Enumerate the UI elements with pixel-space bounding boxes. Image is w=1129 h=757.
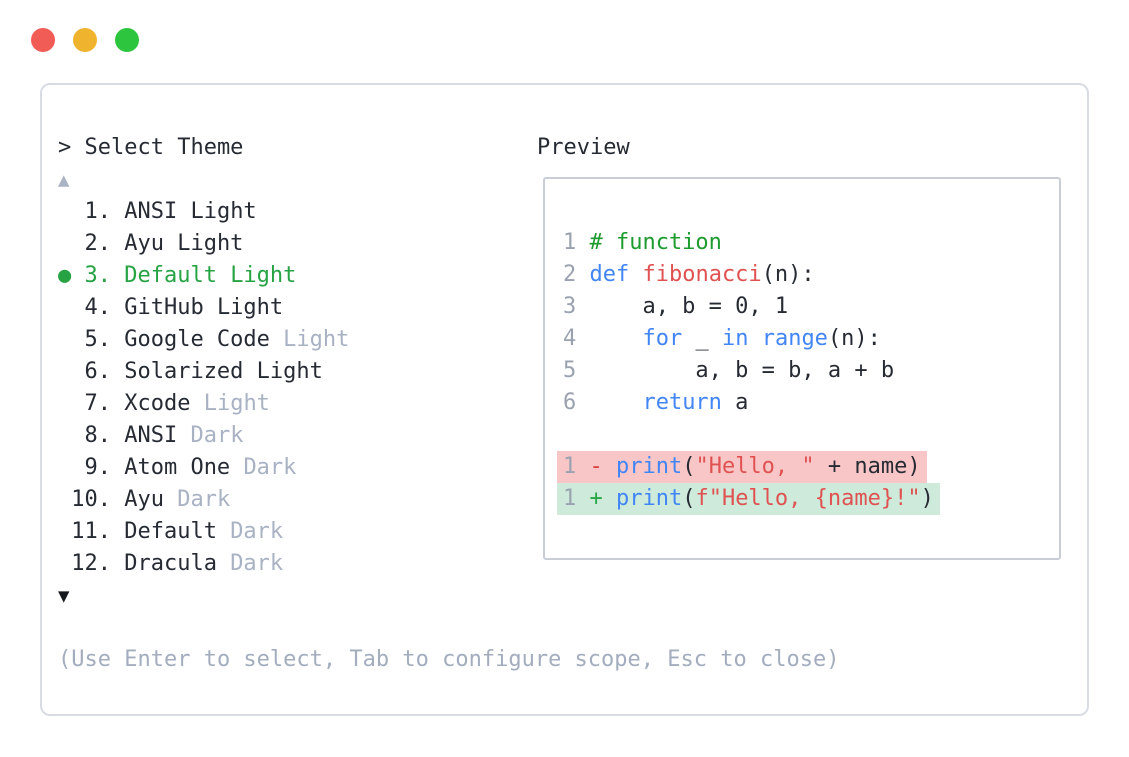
scroll-down-icon[interactable]: ▼ (58, 585, 70, 607)
theme-list-item[interactable]: 1. ANSI Light (84, 199, 257, 224)
theme-list: 1. ANSI Light 2. Ayu Light ●3. Default Li… (58, 196, 537, 580)
diff-line-removed: 1- print("Hello, " + name) (557, 451, 927, 483)
preview-title: Preview (537, 135, 630, 160)
theme-list-item[interactable]: 6. Solarized Light (84, 359, 323, 384)
close-button[interactable] (31, 28, 55, 52)
theme-list-item[interactable]: ●3. Default Light (58, 260, 537, 292)
code-line: 6 return a (563, 390, 749, 415)
diff-line-added: 1+ print(f"Hello, {name}!") (557, 483, 940, 515)
theme-list-item[interactable]: 5. Google Code Light (84, 327, 350, 352)
theme-list-item[interactable]: 9. Atom One Dark (84, 455, 297, 480)
theme-list-item[interactable]: 4. GitHub Light (84, 295, 284, 320)
minimize-button[interactable] (73, 28, 97, 52)
theme-list-item[interactable]: 2. Ayu Light (84, 231, 244, 256)
theme-selector: > Select Theme ▲ 1. ANSI Light 2. Ayu Li… (58, 132, 537, 612)
code-line: 4 for _ in range(n): (563, 326, 881, 351)
window-controls (31, 28, 139, 52)
panel-columns: > Select Theme ▲ 1. ANSI Light 2. Ayu Li… (58, 132, 1063, 612)
hint-text: (Use Enter to select, Tab to configure s… (58, 647, 840, 672)
selected-dot-icon: ● (58, 263, 72, 288)
code-line: 1# function (563, 230, 722, 255)
code-line: 3 a, b = 0, 1 (563, 294, 789, 319)
scroll-up-icon[interactable]: ▲ (58, 169, 70, 191)
zoom-button[interactable] (115, 28, 139, 52)
theme-list-item[interactable]: 11. Default Dark (71, 519, 284, 544)
theme-list-item[interactable]: 12. Dracula Dark (71, 551, 284, 576)
theme-picker-panel: > Select Theme ▲ 1. ANSI Light 2. Ayu Li… (40, 83, 1089, 716)
prompt-label: > Select Theme (58, 135, 244, 160)
code-line (557, 419, 595, 451)
theme-list-item[interactable]: 7. Xcode Light (84, 391, 270, 416)
code-line: 5 a, b = b, a + b (563, 358, 895, 383)
theme-list-item[interactable]: 10. Ayu Dark (71, 487, 231, 512)
theme-list-item[interactable]: 8. ANSI Dark (84, 423, 244, 448)
